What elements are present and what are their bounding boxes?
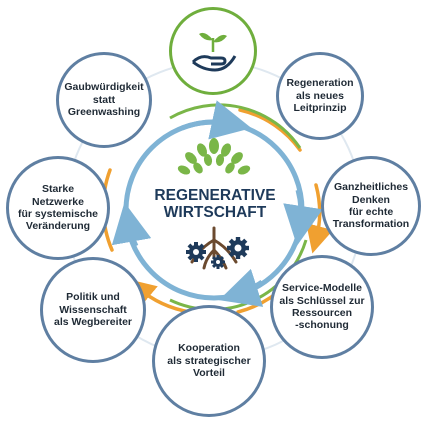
node-regeneration-label: Regeneration als neues Leitprinzip — [286, 77, 354, 115]
ring-arrow-bottom — [218, 268, 264, 307]
node-service-label: Service-Modelle als Schlüssel zur Ressou… — [279, 282, 365, 332]
node-ganzheitlich-label: Ganzheitliches Denken für echte Transfor… — [332, 181, 410, 231]
node-netzwerke-label: Starke Netzwerke für systemische Verände… — [18, 183, 98, 233]
node-ganzheitlich: Ganzheitliches Denken für echte Transfor… — [321, 156, 421, 256]
node-service: Service-Modelle als Schlüssel zur Ressou… — [270, 255, 374, 359]
center-title: REGENERATIVE WIRTSCHAFT — [154, 187, 276, 222]
node-politik-label: Politik und Wissenschaft als Wegbereiter — [53, 291, 132, 329]
node-kooperation-label: Kooperation als strategischer Vorteil — [167, 342, 251, 380]
ring-arrow-left — [111, 202, 152, 248]
ring-arrow-right — [283, 189, 323, 246]
hand-plant-icon — [191, 32, 237, 72]
node-gaubwuerdig-label: Gaubwürdigkeit statt Greenwashing — [64, 81, 144, 119]
node-kooperation: Kooperation als strategischer Vorteil — [152, 305, 266, 417]
node-gaubwuerdig: Gaubwürdigkeit statt Greenwashing — [56, 52, 152, 148]
node-regeneration: Regeneration als neues Leitprinzip — [276, 52, 364, 140]
gear-icon — [186, 237, 249, 269]
node-top-icon — [169, 7, 257, 95]
node-politik: Politik und Wissenschaft als Wegbereiter — [40, 257, 146, 363]
node-netzwerke: Starke Netzwerke für systemische Verände… — [6, 156, 110, 260]
ring-arrow-top — [181, 100, 252, 140]
